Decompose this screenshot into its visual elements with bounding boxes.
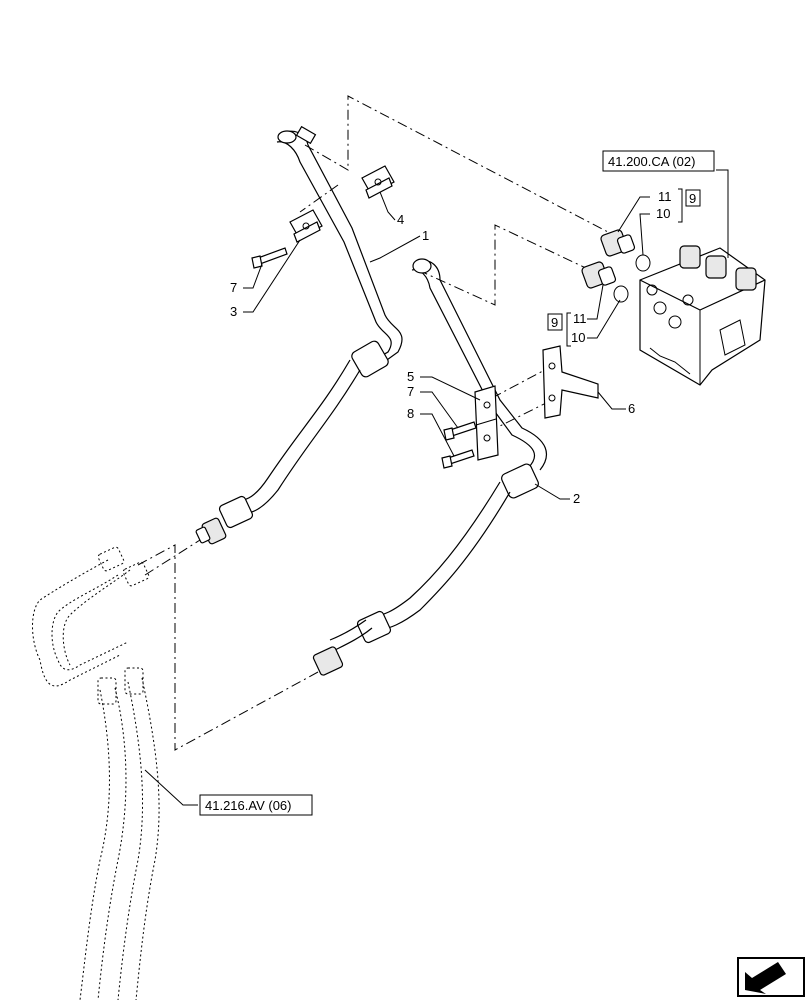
- callout-10-upper: 10: [656, 206, 670, 221]
- callout-7-upper: 7: [230, 280, 237, 295]
- callout-4: 4: [397, 212, 404, 227]
- callout-11-upper: 11: [658, 189, 672, 204]
- callout-10-lower: 10: [571, 330, 585, 345]
- existing-hoses-dotted: [32, 546, 160, 1000]
- callout-5: 5: [407, 369, 414, 384]
- leader-lines: [144, 169, 729, 806]
- o-ring-10-lower: [613, 285, 629, 303]
- reference-41-216-av-label: 41.216.AV (06): [205, 798, 291, 813]
- bolt-7-lower: [443, 421, 477, 441]
- callout-7-lower: 7: [407, 384, 414, 399]
- fitting-11-upper: [600, 229, 636, 257]
- clamp-lower: [289, 209, 323, 243]
- o-ring-10-upper: [635, 254, 651, 272]
- callout-6: 6: [628, 401, 635, 416]
- hose-assembly-1: [195, 125, 403, 545]
- reference-41-200-ca[interactable]: 41.200.CA (02): [602, 150, 715, 172]
- next-page-arrow-icon[interactable]: [737, 957, 805, 997]
- bolt-8: [441, 449, 475, 469]
- callout-11-lower: 11: [573, 311, 587, 326]
- callout-2: 2: [573, 491, 580, 506]
- fitting-11-lower: [581, 261, 617, 289]
- reference-41-200-ca-label: 41.200.CA (02): [608, 154, 695, 169]
- callout-8: 8: [407, 406, 414, 421]
- callout-9-upper: 9: [689, 191, 696, 206]
- hose-assembly-2: [312, 258, 548, 676]
- callout-labels: 1 4 7 3 5 7 8 6 2 11 10 11 10: [230, 189, 672, 506]
- bolt-7-upper: [251, 247, 288, 269]
- clamp-upper: [361, 165, 395, 199]
- callout-9-lower: 9: [551, 315, 558, 330]
- callout-9-lower-box: 9: [547, 313, 563, 331]
- clamp-5: [474, 385, 499, 461]
- steering-valve-block: [639, 245, 766, 386]
- callout-1: 1: [422, 228, 429, 243]
- reference-41-216-av[interactable]: 41.216.AV (06): [199, 794, 313, 816]
- bracket-6: [542, 345, 599, 419]
- callout-3: 3: [230, 304, 237, 319]
- callout-9-upper-box: 9: [685, 189, 701, 207]
